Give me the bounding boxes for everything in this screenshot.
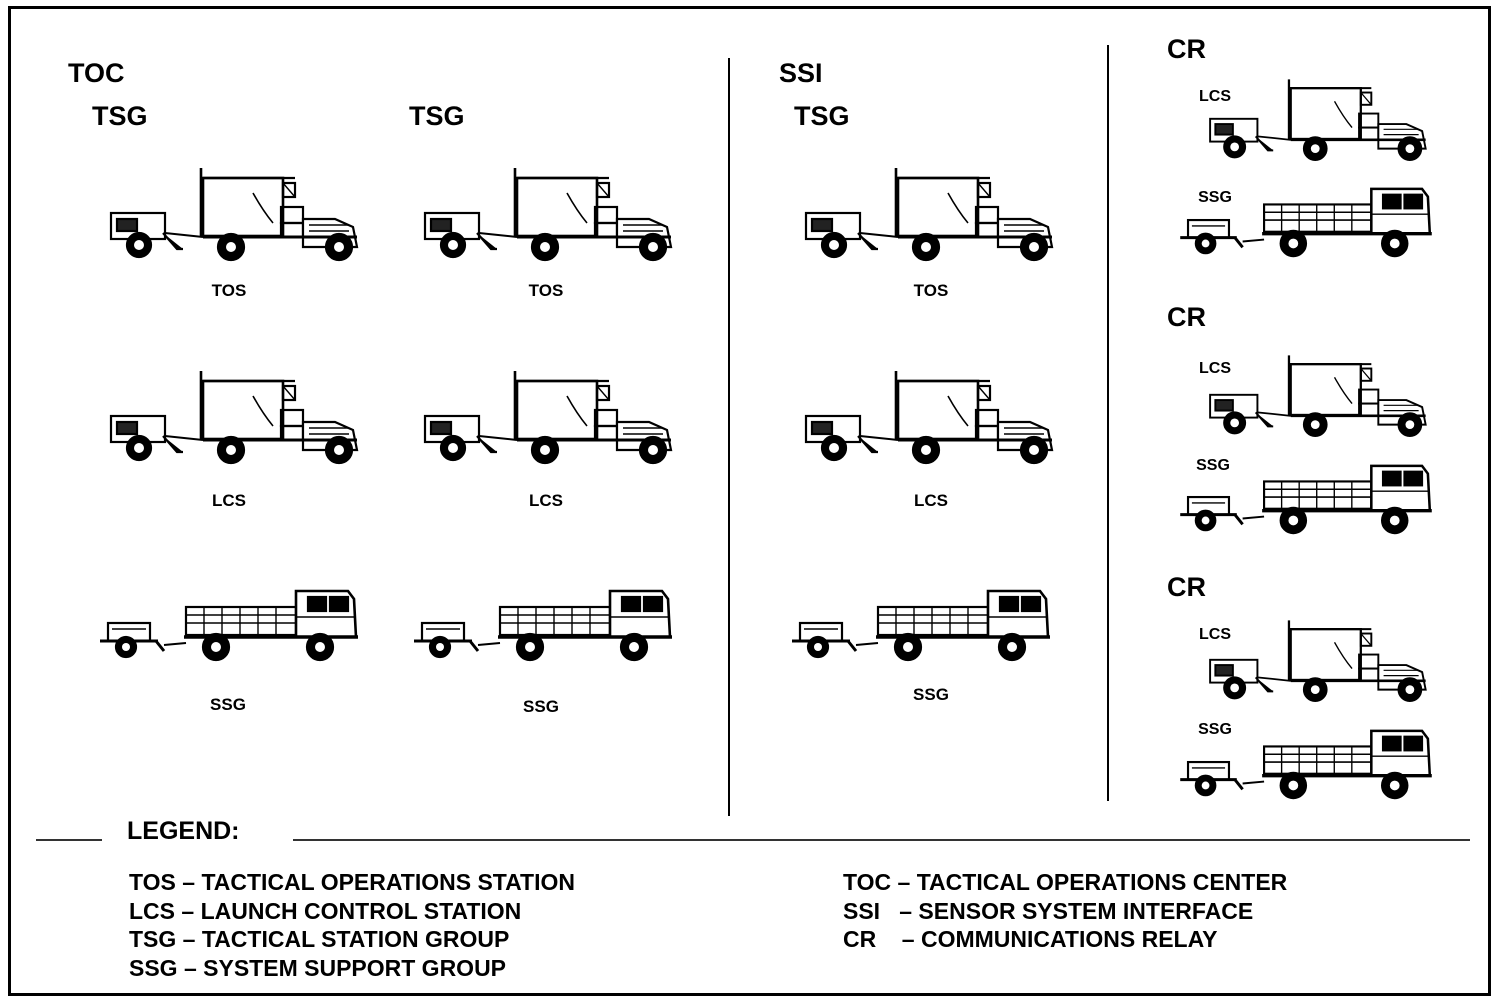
vehicle-label: SSG bbox=[210, 696, 246, 713]
tos-vehicle-icon bbox=[798, 163, 1058, 268]
vehicle-label: SSG bbox=[523, 698, 559, 715]
vehicle-label: LCS bbox=[1199, 89, 1231, 105]
vehicle-label: SSG bbox=[1196, 458, 1230, 474]
legend-item: SSG – SYSTEM SUPPORT GROUP bbox=[129, 954, 575, 983]
legend-rule-right bbox=[293, 839, 1470, 841]
legend-title: LEGEND: bbox=[127, 819, 240, 844]
cr-header-3: CR bbox=[1167, 574, 1206, 601]
vehicle-label: LCS bbox=[1199, 361, 1231, 377]
vehicle-label: LCS bbox=[914, 492, 948, 509]
lcs-vehicle-icon bbox=[417, 366, 677, 471]
vehicle-label: TOS bbox=[529, 282, 564, 299]
vehicle-label: LCS bbox=[212, 492, 246, 509]
divider-line-1 bbox=[728, 58, 730, 816]
legend-item: TOS – TACTICAL OPERATIONS STATION bbox=[129, 868, 575, 897]
vehicle-label: SSG bbox=[913, 686, 949, 703]
legend-item: TOC – TACTICAL OPERATIONS CENTER bbox=[843, 868, 1287, 897]
lcs-vehicle-icon bbox=[1203, 351, 1431, 443]
tsg-header-1: TSG bbox=[92, 103, 148, 130]
legend-rule-left bbox=[36, 839, 102, 841]
ssg-vehicle-icon bbox=[98, 585, 360, 665]
vehicle-label: TOS bbox=[914, 282, 949, 299]
vehicle-label: LCS bbox=[529, 492, 563, 509]
legend-item: SSI – SENSOR SYSTEM INTERFACE bbox=[843, 897, 1287, 926]
tos-vehicle-icon bbox=[103, 163, 363, 268]
cr-header-1: CR bbox=[1167, 36, 1206, 63]
tsg-header-3: TSG bbox=[794, 103, 850, 130]
divider-line-2 bbox=[1107, 45, 1109, 801]
ssg-vehicle-icon bbox=[790, 585, 1052, 665]
vehicle-label: LCS bbox=[1199, 627, 1231, 643]
tos-vehicle-icon bbox=[417, 163, 677, 268]
lcs-vehicle-icon bbox=[798, 366, 1058, 471]
legend-list-left: TOS – TACTICAL OPERATIONS STATION LCS – … bbox=[129, 868, 575, 982]
legend-item: TSG – TACTICAL STATION GROUP bbox=[129, 925, 575, 954]
legend-item: CR – COMMUNICATIONS RELAY bbox=[843, 925, 1287, 954]
vehicle-label: SSG bbox=[1198, 722, 1232, 738]
ssi-header: SSI bbox=[779, 60, 823, 87]
lcs-vehicle-icon bbox=[1203, 616, 1431, 708]
vehicle-label: TOS bbox=[212, 282, 247, 299]
toc-header: TOC bbox=[68, 60, 125, 87]
ssg-vehicle-icon bbox=[412, 585, 674, 665]
lcs-vehicle-icon bbox=[1203, 75, 1431, 167]
legend-item: LCS – LAUNCH CONTROL STATION bbox=[129, 897, 575, 926]
cr-header-2: CR bbox=[1167, 304, 1206, 331]
tsg-header-2: TSG bbox=[409, 103, 465, 130]
lcs-vehicle-icon bbox=[103, 366, 363, 471]
vehicle-label: SSG bbox=[1198, 190, 1232, 206]
legend-list-right: TOC – TACTICAL OPERATIONS CENTER SSI – S… bbox=[843, 868, 1287, 954]
